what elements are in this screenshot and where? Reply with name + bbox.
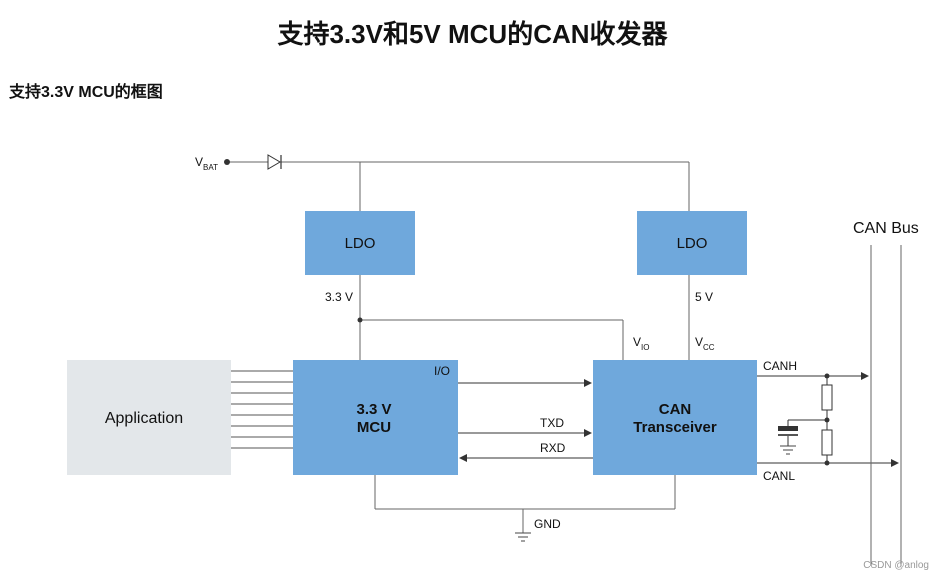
mcu-box — [293, 360, 458, 475]
canh-junction — [824, 373, 830, 379]
vbat-rail — [227, 161, 690, 211]
canh-label: CANH — [763, 359, 797, 373]
ldo-left-box — [305, 211, 415, 275]
ldo-right-box — [637, 211, 747, 275]
capacitor-ground-icon — [780, 445, 796, 455]
io-label: I/O — [434, 364, 450, 378]
ldo-left-label: LDO — [345, 235, 376, 252]
ldo-right-label: LDO — [677, 235, 708, 252]
diode-icon — [267, 154, 282, 170]
v5-label: 5 V — [695, 290, 713, 304]
vcc-label: VCC — [695, 335, 715, 352]
canl-junction — [824, 460, 830, 466]
ground-icon — [515, 532, 531, 542]
page-title: 支持3.3V和5V MCU的CAN收发器 — [277, 19, 668, 49]
supply-junction — [357, 317, 363, 323]
vbat-label: VBAT — [195, 155, 218, 172]
resistor-bottom-icon — [821, 429, 833, 456]
ground-lines — [374, 475, 676, 533]
can-bus — [870, 245, 902, 566]
canl-label: CANL — [763, 469, 795, 483]
mcu-label-line1: 3.3 V — [356, 401, 391, 418]
capacitor-icon — [778, 420, 798, 446]
can-transceiver-box — [593, 360, 757, 475]
watermark: CSDN @anlog — [863, 560, 929, 571]
v33-label: 3.3 V — [325, 290, 353, 304]
vbat-node — [224, 159, 230, 165]
application-box — [67, 360, 231, 475]
can-label-line1: CAN — [659, 401, 692, 418]
can-bus-label: CAN Bus — [853, 220, 919, 237]
can-label-line2: Transceiver — [633, 419, 717, 436]
application-label: Application — [105, 410, 183, 427]
vio-label: VIO — [633, 335, 649, 352]
resistor-top-icon — [821, 384, 833, 411]
gnd-label: GND — [534, 517, 561, 531]
split-junction — [824, 417, 830, 423]
txd-label: TXD — [540, 416, 564, 430]
app-mcu-bus — [231, 370, 293, 449]
rxd-label: RXD — [540, 441, 566, 455]
mcu-label-line2: MCU — [357, 419, 391, 436]
section-title: 支持3.3V MCU的框图 — [9, 84, 163, 101]
mcu-can-signals — [458, 379, 593, 462]
